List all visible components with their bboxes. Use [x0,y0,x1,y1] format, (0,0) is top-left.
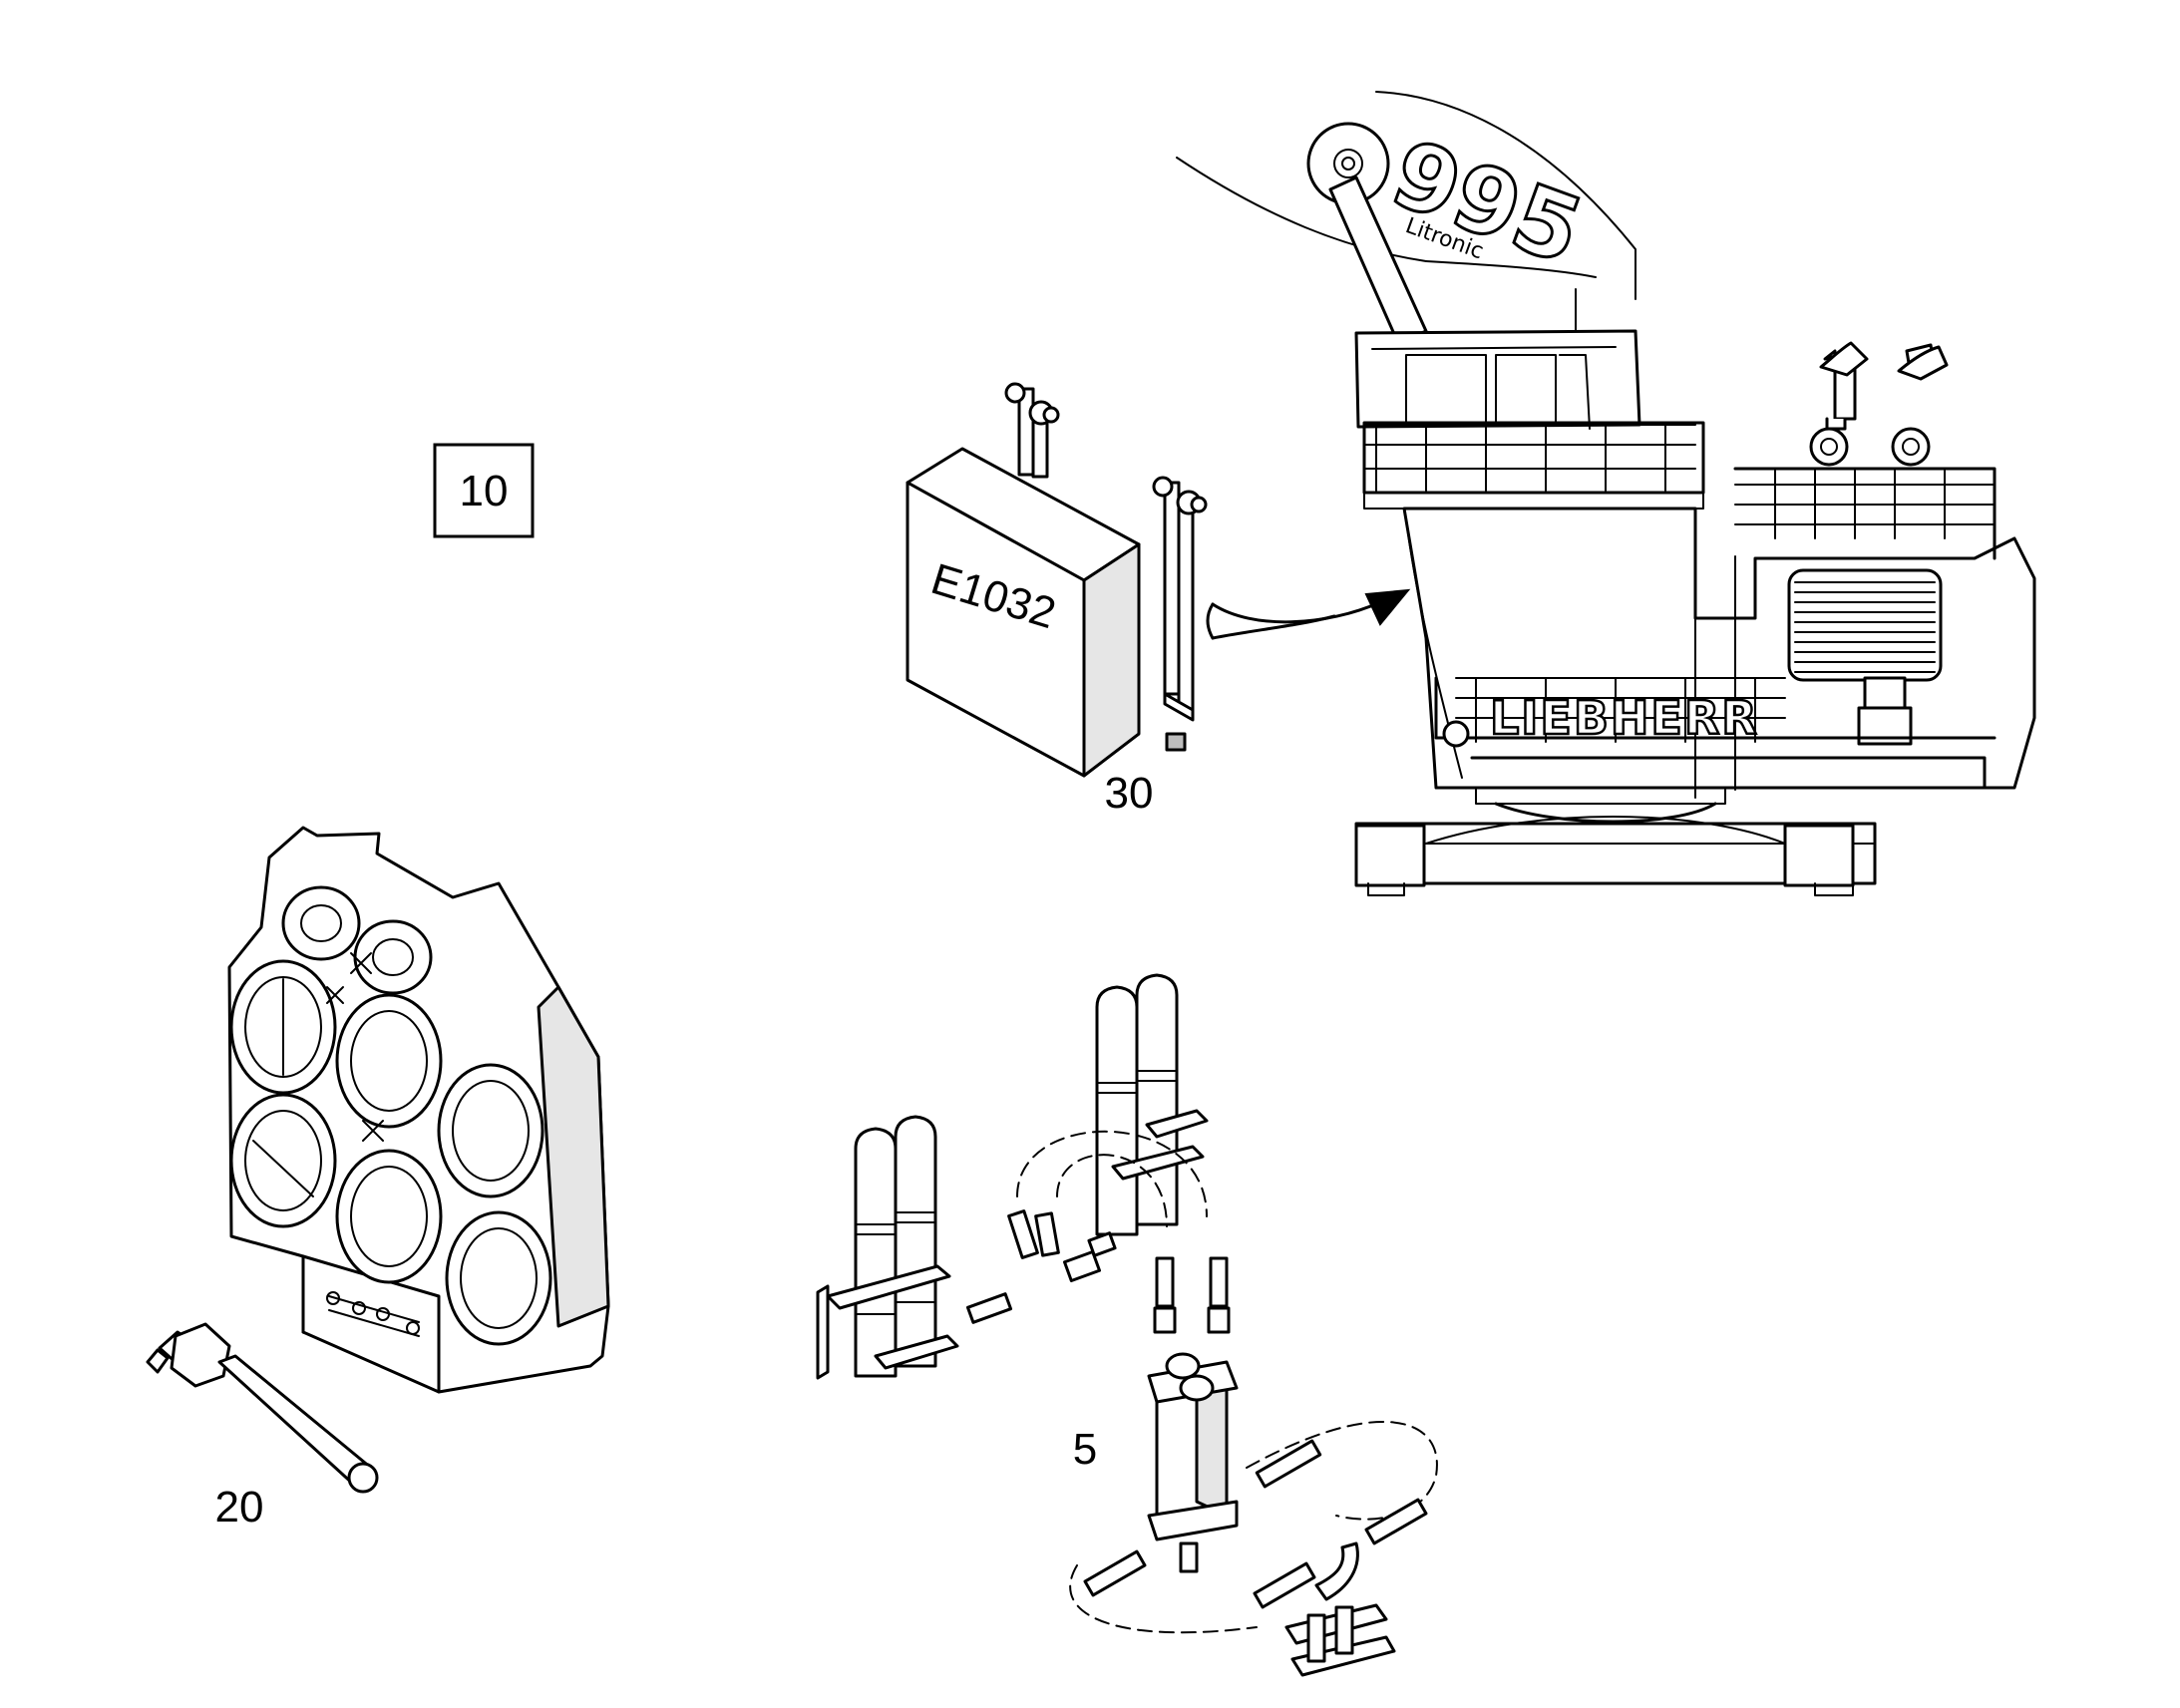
accumulator-right-pair [1095,973,1209,1236]
callout-10-label: 10 [460,467,509,515]
motor-flange-3 [437,1063,545,1198]
radiator-grille [1794,581,1936,673]
motor-flange-1 [229,959,337,1095]
mounting-bracket-left [1004,382,1060,479]
valve-block [1147,1352,1239,1573]
machine-brand-label: LIEBHERR [1490,691,1759,745]
motor-flange-6 [445,1210,552,1346]
manifold [1284,1541,1396,1677]
temperature-sensor: 20 [146,1322,379,1532]
callout-5-label: 5 [1073,1425,1097,1474]
callout-30-label: 30 [1105,769,1154,818]
electrical-cabinet: E1032 30 [906,382,1208,818]
callout-10-box: 10 [433,443,535,538]
hose-fittings [965,1209,1428,1609]
motor-flange-5 [335,1149,443,1284]
motor-flange-2 [335,993,443,1129]
callout-20-label: 20 [215,1483,264,1532]
location-arrow [1206,588,1411,640]
motor-flange-4 [229,1093,337,1228]
mining-excavator: 995 Litronic [1176,91,2036,896]
accumulator-assembly: 5 [816,973,1438,1677]
mounting-bracket-right [1152,476,1208,752]
small-flange-top-left [281,885,361,961]
gearbox-housing [227,826,610,1394]
accumulator-left-pair [816,1115,959,1380]
machine-model-label: 995 [1378,120,1595,285]
